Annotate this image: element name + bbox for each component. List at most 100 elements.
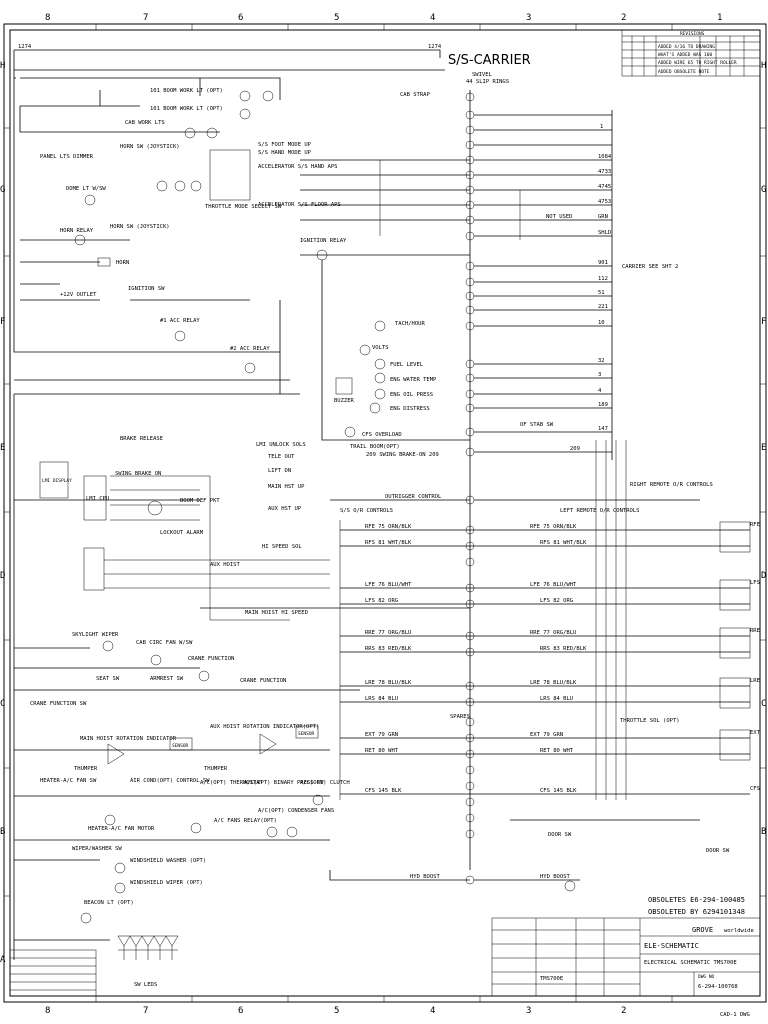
wire-number: 901 (598, 260, 608, 266)
or-row-wire: RET 80 WHT (365, 748, 399, 754)
lmi-display-box (39, 461, 69, 499)
or-row: LFE 76 BLU/WHT LFS 82 ORG LFE 76 BLU/WHT… (340, 580, 760, 605)
wire-number: 221 (598, 304, 608, 310)
sw-leds-label: SW LEDS (134, 982, 157, 988)
or-row-name: RFE (750, 522, 760, 528)
gauge-icon (190, 180, 202, 192)
accel-floor-label: ACCELERATOR S/S FLOOR APS (258, 202, 341, 208)
air-cond-sw-label: AIR COND(OPT) CONTROL SW (130, 778, 210, 784)
wiper-washer-label: WIPER/WASHER SW (72, 846, 122, 852)
heater-ac-sw-label: HEATER-A/C FAN SW (40, 778, 97, 784)
lamp-icon (84, 194, 96, 206)
zone-letter: F (0, 317, 5, 327)
or-row-wire: LFS 82 ORG (540, 598, 573, 604)
or-row-wire: RFS 81 WHT/BLK (540, 540, 587, 546)
or-row: EXT 79 GRN RET 80 WHT EXT 79 GRN RET 80 … (340, 730, 761, 755)
drawing-subtitle: ELECTRICAL SCHEMATIC TMS700E (644, 960, 737, 966)
aux-hoist-label: AUX HOIST (210, 562, 240, 568)
zone-number: 8 (45, 13, 50, 23)
wire-number: 4733 (598, 169, 611, 175)
throttle-circuit: THROTTLE MODE SELECT SW S/S FOOT MODE UP… (205, 142, 521, 240)
or-row-wire: RET 80 WHT (540, 748, 574, 754)
swivel-rings-label: 44 SLIP RINGS (466, 79, 509, 85)
gauge-icon (374, 320, 386, 332)
or-row-wire: CFS 145 BLK (365, 788, 402, 794)
tach-hour-label: TACH/HOUR (395, 321, 425, 327)
or-row: LRE 78 BLU/BLK LRS 84 BLU LRE 78 BLU/BLK… (340, 678, 760, 703)
boom-work-lt-label: 101 BOOM WORK LT (OPT) (150, 88, 223, 94)
or-row-wire: LRS 84 BLU (365, 696, 398, 702)
windshield-washer-label: WINDSHIELD WASHER (OPT) (130, 858, 206, 864)
gauge-icon (359, 344, 371, 356)
hand-mode-up-label: S/S HAND MODE UP (258, 150, 312, 156)
hvac-circuits: HEATER-A/C FAN SW AIR COND(OPT) CONTROL … (14, 778, 350, 841)
panel-lts-dimmer-label: PANEL LTS DIMMER (40, 154, 94, 160)
zone-letter: D (0, 571, 5, 581)
carrier-see-label: CARRIER SEE SHT 2 (622, 264, 678, 270)
solenoid-icon (564, 880, 576, 892)
armrest-sw-label: ARMREST SW (150, 676, 184, 682)
or-row: CFS 145 BLK CFS 145 BLK CFS (340, 786, 760, 795)
motor-icon (114, 862, 126, 874)
hyd-boost-label-2: HYD BOOST (540, 874, 570, 880)
zone-number: 4 (430, 13, 435, 23)
wire-number: GRN (598, 214, 608, 220)
horn-relay-label: HORN RELAY (60, 228, 94, 234)
cfs-overload-label: CFS OVERLOAD (362, 432, 402, 438)
main-hoist-ind-label: MAIN HOIST ROTATION INDICATOR (80, 736, 177, 742)
lockout-alarm-label: LOCKOUT ALARM (160, 530, 204, 536)
wire-number: 209 (570, 446, 580, 452)
led-array (117, 935, 179, 960)
main-bus-wires (13, 49, 445, 501)
or-row-wire: LRE 78 BLU/BLK (530, 680, 577, 686)
horn-icon (97, 257, 111, 267)
swing-brake-on-label: SWING BRAKE ON (115, 471, 161, 477)
door-sw-label-2: DOOR SW (706, 848, 730, 854)
main-hoist-hi-label: MAIN HOIST HI SPEED (245, 610, 308, 616)
zone-letter: A (0, 955, 6, 965)
ac-binary-label: A/C(OPT) BINARY PRESS SW (244, 780, 324, 786)
fan-icon (150, 654, 162, 666)
wire-number: 4753 (598, 199, 611, 205)
horn-sw-label: HORN SW (JOYSTICK) (110, 224, 170, 230)
boom-def-pkt-label: BOOM DEF PKT (180, 498, 220, 504)
cab-work-lts-label: CAB WORK LTS (125, 120, 165, 126)
boom-work-lt-label: 101 BOOM WORK LT (OPT) (150, 106, 223, 112)
hyd-boost-circuit: HYD BOOST HYD BOOST DOOR SW DOOR SW (329, 819, 730, 892)
beacon-label: BEACON LT (OPT) (84, 900, 134, 906)
or-switch-bank (719, 521, 751, 761)
or-row-name: LRE (750, 678, 760, 684)
or-row-name: CFS (750, 786, 760, 792)
gauge-icon (374, 358, 386, 370)
lamp-icon (206, 127, 218, 139)
sheet-border (9, 29, 761, 997)
or-row-wire: RRE 77 ORG/BLU (530, 630, 576, 636)
zone-letter: B (761, 827, 766, 837)
horn-circuit: HORN RELAY HORN SW (JOYSTICK) HORN +12V … (20, 224, 170, 301)
dwg-no: 6-294-100768 (698, 984, 738, 990)
wire-number: 1274 (18, 44, 32, 50)
company-name: GROVE (692, 926, 713, 934)
zone-numbers-top: 8 7 6 5 4 3 2 1 (45, 13, 722, 23)
swing-brake-label: 209 SWING BRAKE-ON 209 (366, 452, 439, 458)
brake-release-label: BRAKE RELEASE (120, 436, 163, 442)
crane-function-label: CRANE FUNCTION (188, 656, 234, 662)
zone-letter: C (0, 699, 5, 709)
zone-number: 3 (526, 1006, 531, 1016)
left-remote-label: LEFT REMOTE O/R CONTROLS (560, 508, 639, 514)
fan-icon (266, 826, 278, 838)
dome-lt-label: DOME LT W/SW (66, 186, 106, 192)
gauge-icon (369, 402, 381, 414)
ignition-relay-label: IGNITION RELAY (300, 238, 347, 244)
trail-boom-label: TRAIL BOOM(OPT) (350, 444, 400, 450)
or-row-wire: RFE 75 ORN/BLK (365, 524, 412, 530)
cab-strap-label: CAB STRAP (400, 92, 430, 98)
or-row-wire: CFS 145 BLK (540, 788, 577, 794)
or-row-wire: EXT 79 GRN (365, 732, 398, 738)
or-row-wire: RFS 81 WHT/BLK (365, 540, 412, 546)
outrigger-label: OUTRIGGER CONTROL (385, 494, 442, 500)
right-remote-label: RIGHT REMOTE O/R CONTROLS (630, 482, 713, 488)
motor-icon (102, 640, 114, 652)
wire-number: 4745 (598, 184, 611, 190)
wire-number: 1 (600, 124, 603, 130)
